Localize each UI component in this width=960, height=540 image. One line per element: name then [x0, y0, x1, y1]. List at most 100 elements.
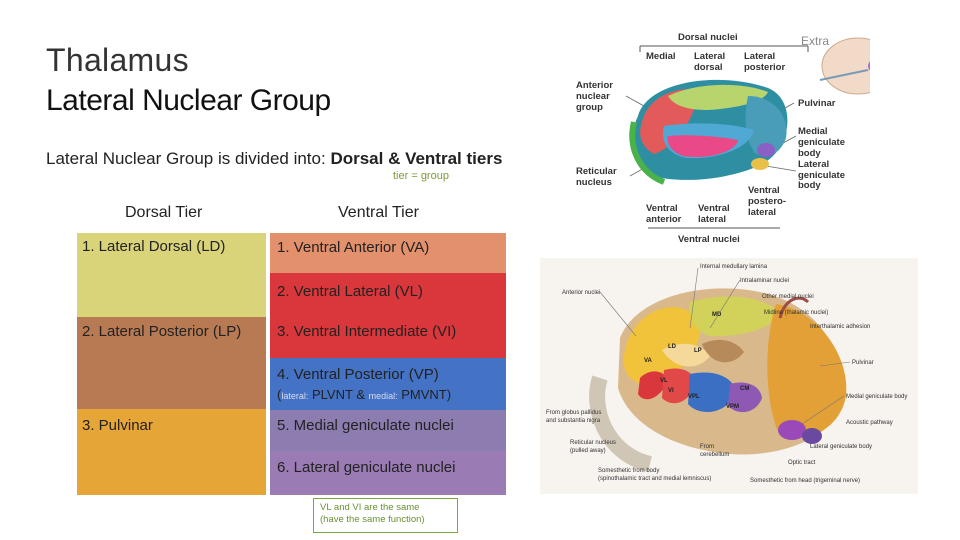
leader-mgb-2: [801, 395, 845, 425]
va-shape: [638, 371, 668, 400]
label-medial: Medial: [646, 51, 676, 62]
label-interthalamic: Interthalamic adhesion: [810, 324, 870, 330]
label-vl: VL: [660, 378, 668, 384]
cell-label: 3. Ventral Intermediate (VI): [277, 323, 457, 340]
header-ventral-label: Ventral Tier: [338, 204, 419, 221]
header-dorsal-label: Dorsal Tier: [125, 204, 203, 221]
label-somesthetic-body-1: Somesthetic from body: [598, 468, 659, 474]
label-vpl-1: Ventral: [748, 185, 780, 196]
label-internal-lamina: Internal medullary lamina: [700, 264, 768, 270]
cell-label: 6. Lateral geniculate nuclei: [277, 459, 456, 476]
label-reticular-b-1: Reticular nucleus: [570, 440, 616, 446]
mgb-shape: [757, 143, 775, 157]
cell-label: 2. Ventral Lateral (VL): [277, 283, 423, 300]
label-acoustic: Acoustic pathway: [846, 420, 893, 426]
label-cerebellum-1: From: [700, 444, 714, 450]
vl-vi-note: VL and VI are the same (have the same fu…: [313, 498, 458, 533]
cell-label: 1. Lateral Dorsal (LD): [82, 238, 226, 255]
cell-label: 2. Lateral Posterior (LP): [82, 323, 242, 340]
label-lgb-2: geniculate: [798, 170, 845, 181]
label-vl-2: lateral: [698, 214, 726, 225]
label-lateral-posterior-1: Lateral: [744, 51, 775, 62]
pulvinar-shape: [745, 96, 787, 156]
vp-detail: (lateral: PLVNT & medial: PMVNT): [277, 387, 451, 402]
label-lgb-1: Lateral: [798, 159, 829, 170]
cell-label: 3. Pulvinar: [82, 417, 153, 434]
label-va-1: Ventral: [646, 203, 678, 214]
note-line-1: VL and VI are the same: [320, 502, 420, 513]
anterior-nuclei-shape: [623, 307, 701, 386]
brain-arrow: [819, 69, 869, 81]
label-reticular-2: nucleus: [576, 177, 612, 188]
cell-lateral-geniculate: 6. Lateral geniculate nuclei: [270, 451, 506, 495]
leader-intralaminar: [709, 279, 741, 329]
label-anterior-nuclei: Anterior nuclei: [562, 290, 600, 296]
brain-shape: [821, 37, 870, 95]
label-ld: LD: [668, 344, 677, 350]
vp-lateral: PLVNT: [311, 387, 353, 402]
label-dorsal-nuclei: Dorsal nuclei: [678, 32, 738, 43]
cell-ventral-intermediate: 3. Ventral Intermediate (VI): [270, 315, 506, 358]
thalamus-illustration: [589, 288, 847, 472]
label-lgb-2: Lateral geniculate body: [810, 444, 872, 450]
lgb-shape-2: [802, 428, 822, 444]
leader-anterior: [625, 95, 645, 107]
cell-lateral-dorsal: 1. Lateral Dorsal (LD): [77, 233, 266, 317]
label-reticular-1: Reticular: [576, 166, 617, 177]
cell-ventral-anterior: 1. Ventral Anterior (VA): [270, 233, 506, 273]
label-ventral-nuclei: Ventral nuclei: [678, 234, 740, 245]
label-pulvinar: Pulvinar: [798, 98, 836, 109]
label-lateral-dorsal-1: Lateral: [694, 51, 725, 62]
header-dorsal-tier: Dorsal Tier: [77, 194, 266, 232]
label-vpl-3: lateral: [748, 207, 776, 218]
cell-ventral-lateral: 2. Ventral Lateral (VL): [270, 273, 506, 315]
label-anterior-2: nuclear: [576, 91, 610, 102]
label-somesthetic-head: Somesthetic from head (trigeminal nerve): [750, 478, 860, 484]
vl-shape: [662, 368, 696, 404]
label-midline: Midline (thalamic nuclei): [764, 310, 828, 316]
cell-lateral-posterior: 2. Lateral Posterior (LP): [77, 317, 266, 409]
label-vpm: VPM: [726, 404, 739, 410]
label-anterior-3: group: [576, 102, 603, 113]
vp-lateral-tag: lateral:: [281, 391, 309, 401]
ventral-lateral-shape: [667, 135, 738, 158]
label-vpl-2: postero-: [748, 196, 786, 207]
leader-internal-lamina: [689, 267, 699, 329]
label-reticular-b-2: (pulled away): [570, 448, 606, 454]
label-lateral-posterior-2: posterior: [744, 62, 785, 73]
vpm-shape: [728, 382, 762, 413]
label-intralaminar: Intralaminar nuclei: [740, 278, 789, 284]
label-globus-1: From globus pallidus: [546, 410, 601, 416]
label-globus-2: and substantia nigra: [546, 418, 601, 424]
vp-medial-tag: medial:: [368, 391, 398, 401]
vpl-shape: [688, 372, 736, 413]
header-ventral-tier: Ventral Tier: [270, 194, 506, 232]
tier-note: tier = group: [393, 170, 449, 182]
label-lgb-3: body: [798, 180, 821, 191]
leader-lgb: [765, 165, 797, 172]
brain-inset: [819, 37, 870, 95]
label-other-medial: Other medial nuclei: [762, 294, 814, 300]
label-lp: LP: [694, 348, 702, 354]
label-mgb-3: body: [798, 148, 821, 159]
label-lateral-dorsal-2: dorsal: [694, 62, 723, 73]
vp-detail-open: (: [277, 387, 282, 402]
vp-medial: PMVNT: [401, 387, 447, 402]
dorsal-tier-shape: [668, 84, 768, 110]
label-cm: CM: [740, 386, 749, 392]
subtitle-prefix: Lateral Nuclear Group is divided into:: [46, 149, 331, 168]
extra-label: Extra: [801, 34, 830, 48]
label-anterior-1: Anterior: [576, 80, 613, 91]
mgb-shape-2: [778, 420, 806, 440]
thalamus-3d-model: [629, 79, 788, 185]
cell-pulvinar: 3. Pulvinar: [77, 409, 266, 495]
pulvinar-shape-2: [767, 304, 847, 439]
cell-label: 1. Ventral Anterior (VA): [277, 239, 430, 256]
reticular-nucleus-pulled: [589, 375, 653, 472]
leader-pulvinar-2: [819, 361, 851, 367]
label-vi: VI: [668, 388, 674, 394]
cell-medial-geniculate: 5. Medial geniculate nuclei: [270, 410, 506, 451]
label-mgb-2: geniculate: [798, 137, 845, 148]
note-line-2: (have the same function): [320, 514, 425, 525]
title-line-2: Lateral Nuclear Group: [46, 84, 331, 117]
